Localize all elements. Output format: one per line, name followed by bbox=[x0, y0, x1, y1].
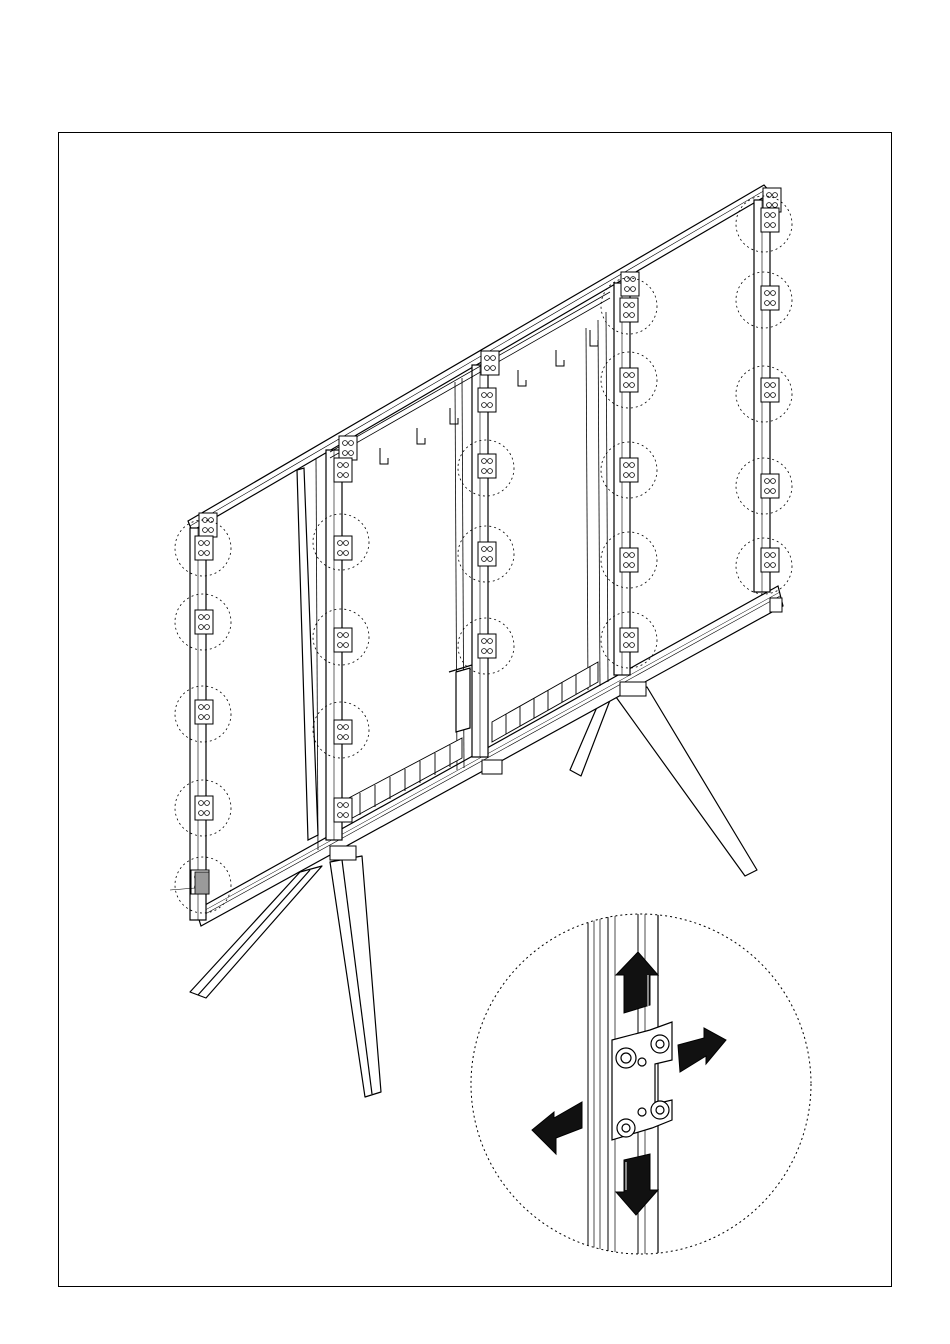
front-leg-right bbox=[330, 856, 381, 1097]
highlighted-bracket bbox=[195, 872, 209, 894]
detail-view bbox=[471, 900, 811, 1270]
rear-leg-right bbox=[616, 687, 757, 876]
